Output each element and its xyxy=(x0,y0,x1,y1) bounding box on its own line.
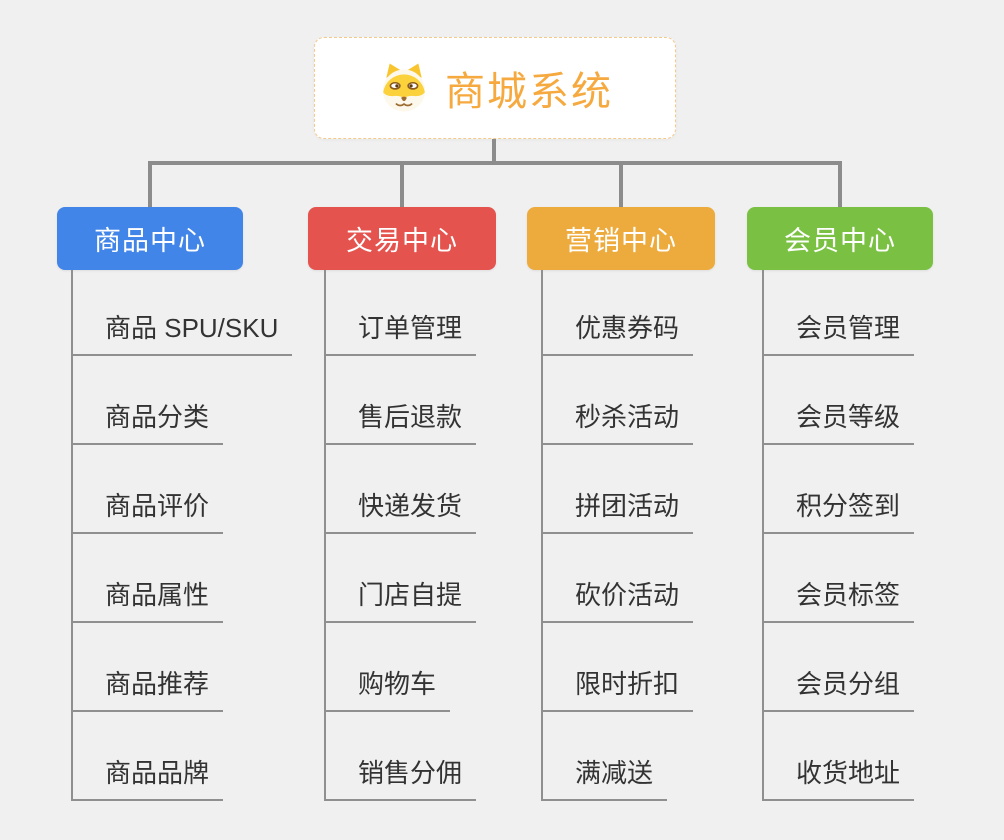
child-node-aftersale-refund[interactable]: 售后退款 xyxy=(324,400,477,445)
child-node-product-spu-sku[interactable]: 商品 SPU/SKU xyxy=(71,311,293,356)
connector-drop-trade xyxy=(400,165,404,207)
child-node-points-checkin[interactable]: 积分签到 xyxy=(762,489,915,534)
child-node-coupon-code[interactable]: 优惠券码 xyxy=(541,311,694,356)
connector-drop-product xyxy=(148,165,152,207)
child-node-sales-commission[interactable]: 销售分佣 xyxy=(324,756,477,801)
child-node-member-tag[interactable]: 会员标签 xyxy=(762,578,915,623)
child-node-store-pickup[interactable]: 门店自提 xyxy=(324,578,477,623)
child-node-shopping-cart[interactable]: 购物车 xyxy=(324,667,451,712)
branch-box-product-center[interactable]: 商品中心 xyxy=(57,207,243,270)
spine-marketing-center xyxy=(541,270,543,801)
root-title: 商城系统 xyxy=(445,70,613,114)
branch-box-trade-center[interactable]: 交易中心 xyxy=(308,207,496,270)
child-node-shipping-address[interactable]: 收货地址 xyxy=(762,756,915,801)
child-node-product-brand[interactable]: 商品品牌 xyxy=(71,756,224,801)
child-node-group-buy[interactable]: 拼团活动 xyxy=(541,489,694,534)
child-node-member-level[interactable]: 会员等级 xyxy=(762,400,915,445)
child-node-product-recommend[interactable]: 商品推荐 xyxy=(71,667,224,712)
child-node-product-review[interactable]: 商品评价 xyxy=(71,489,224,534)
root-node[interactable]: 商城系统 xyxy=(314,37,676,139)
child-node-product-attribute[interactable]: 商品属性 xyxy=(71,578,224,623)
connector-drop-marketing xyxy=(619,165,623,207)
spine-member-center xyxy=(762,270,764,801)
child-node-product-category[interactable]: 商品分类 xyxy=(71,400,224,445)
child-node-member-group[interactable]: 会员分组 xyxy=(762,667,915,712)
child-node-order-management[interactable]: 订单管理 xyxy=(324,311,477,356)
connector-horizontal-bar xyxy=(148,161,842,165)
connector-drop-member xyxy=(838,165,842,207)
branch-box-member-center[interactable]: 会员中心 xyxy=(747,207,933,270)
spine-trade-center xyxy=(324,270,326,801)
child-node-express-delivery[interactable]: 快递发货 xyxy=(324,489,477,534)
dog-mascot-icon xyxy=(382,63,426,112)
child-node-full-reduction[interactable]: 满减送 xyxy=(541,756,668,801)
spine-product-center xyxy=(71,270,73,801)
child-node-bargain-activity[interactable]: 砍价活动 xyxy=(541,578,694,623)
child-node-flash-sale[interactable]: 秒杀活动 xyxy=(541,400,694,445)
child-node-limited-time-discount[interactable]: 限时折扣 xyxy=(541,667,694,712)
connector-root-stub xyxy=(492,139,496,161)
child-node-member-management[interactable]: 会员管理 xyxy=(762,311,915,356)
branch-box-marketing-center[interactable]: 营销中心 xyxy=(527,207,715,270)
